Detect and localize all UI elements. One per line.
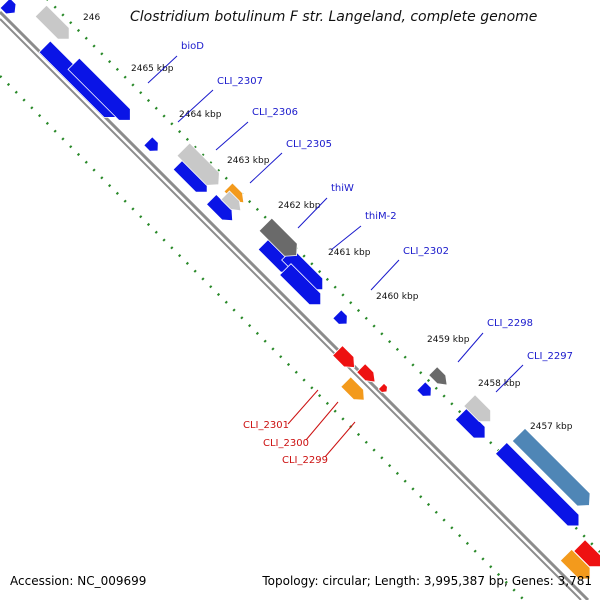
gene-arrow — [463, 394, 492, 423]
gene-leader-line — [215, 121, 249, 151]
gene-leader-line — [370, 259, 400, 291]
gene-leader-line — [177, 89, 214, 123]
map-title: Clostridium botulinum F str. Langeland, … — [128, 9, 540, 25]
gene-arrow — [377, 382, 388, 393]
gene-label: CLI_2300 — [263, 438, 309, 449]
tick-label: 2463 kbp — [227, 156, 270, 166]
tick-label: 246 — [83, 13, 100, 23]
gene-label: bioD — [181, 41, 204, 52]
gene-arrow — [38, 40, 116, 118]
gene-label: CLI_2305 — [286, 139, 332, 150]
tick-label: 2459 kbp — [427, 335, 470, 345]
tick-label: 2460 kbp — [376, 292, 419, 302]
gene-arrow — [331, 344, 355, 368]
gene-label: CLI_2298 — [487, 318, 533, 329]
gene-arrow — [454, 407, 486, 439]
gene-arrow — [340, 376, 365, 401]
gene-leader-line — [305, 401, 339, 441]
gene-label: CLI_2301 — [243, 420, 289, 431]
gene-arrow — [573, 539, 600, 568]
gene-leader-line — [495, 364, 524, 393]
gene-leader-line — [324, 421, 356, 458]
gene-label: CLI_2306 — [252, 107, 298, 118]
gene-arrow — [67, 57, 131, 121]
gene-label: CLI_2307 — [217, 76, 263, 87]
gene-arrow — [356, 363, 376, 383]
gene-leader-line — [147, 55, 178, 84]
tick-label: 2457 kbp — [530, 422, 573, 432]
gene-arrow — [332, 309, 348, 325]
gene-arrow — [0, 0, 17, 15]
gene-arrow — [279, 263, 322, 306]
gene-arrow — [258, 217, 298, 257]
gene-label: CLI_2297 — [527, 351, 573, 362]
gene-leader-line — [330, 225, 362, 251]
backbone-line-inner — [0, 18, 582, 601]
gene-label: thiW — [331, 183, 354, 194]
genome-summary: Topology: circular; Length: 3,995,387 bp… — [262, 574, 592, 588]
gene-arrow — [416, 381, 432, 397]
gene-leader-line — [287, 389, 319, 425]
accession-text: Accession: NC_009699 — [10, 574, 147, 588]
gene-label: CLI_2299 — [282, 455, 328, 466]
gene-arrow — [176, 142, 220, 186]
gene-label: CLI_2302 — [403, 246, 449, 257]
gene-arrow — [559, 548, 591, 580]
gene-leader-line — [249, 152, 283, 184]
gene-arrow — [220, 190, 242, 212]
gene-label: thiM-2 — [365, 211, 397, 222]
gene-arrow — [428, 366, 448, 386]
gene-arrow — [494, 441, 580, 527]
tick-label: 2465 kbp — [131, 64, 174, 74]
tick-label: 2458 kbp — [478, 379, 521, 389]
gene-arrow — [143, 136, 159, 152]
tick-label: 2464 kbp — [179, 110, 222, 120]
gene-arrow — [34, 4, 70, 40]
gene-arrow — [511, 427, 591, 507]
gene-leader-line — [457, 332, 484, 363]
tick-guide-inner — [0, 75, 525, 601]
tick-label: 2462 kbp — [278, 201, 321, 211]
gene-leader-line — [297, 197, 328, 229]
tick-label: 2461 kbp — [328, 248, 371, 258]
